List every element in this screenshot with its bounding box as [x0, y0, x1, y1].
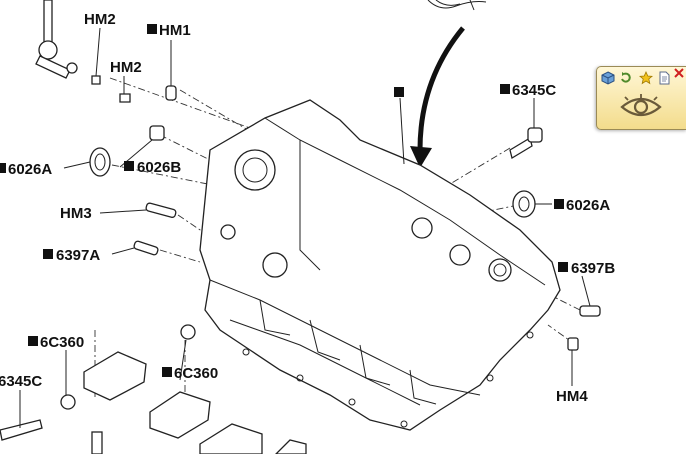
label-hm2-top: HM2	[84, 11, 116, 28]
label-6026b: 6026B	[137, 159, 181, 176]
square-bullet	[500, 84, 510, 94]
label-6026a-right: 6026A	[566, 197, 610, 214]
square-bullet	[124, 161, 134, 171]
square-bullet	[28, 336, 38, 346]
leader-lines	[19, 27, 591, 428]
eye-icon[interactable]	[619, 93, 663, 121]
square-bullet	[558, 262, 568, 272]
square-bullet	[43, 249, 53, 259]
cylinder-block	[199, 99, 561, 431]
square-bullet	[0, 163, 6, 173]
hm1-dowel	[165, 85, 177, 101]
plug-6026b	[149, 125, 165, 141]
hm4-plug	[567, 337, 579, 351]
seal-6026a-right	[512, 190, 536, 218]
top-partial-assembly	[427, 0, 487, 11]
cube-icon[interactable]	[601, 71, 615, 85]
label-6345c-left: 6345C	[0, 373, 42, 390]
hm2-bolt-large	[35, 0, 78, 79]
square-bullet	[554, 199, 564, 209]
hm3-pin	[145, 202, 177, 218]
label-hm3: HM3	[60, 205, 92, 222]
hm2-clip-1	[91, 75, 101, 85]
label-6026a-left: 6026A	[8, 161, 52, 178]
bolt-6345c-right	[509, 127, 543, 160]
square-bullet	[394, 87, 404, 97]
refresh-icon[interactable]	[619, 71, 633, 85]
square-bullet	[147, 24, 157, 34]
label-6345c-right: 6345C	[512, 82, 556, 99]
page-icon[interactable]	[657, 71, 671, 85]
bearing-caps-6c360	[60, 324, 307, 454]
pin-6397a	[133, 240, 159, 256]
label-6397b: 6397B	[571, 260, 615, 277]
star-icon[interactable]	[639, 71, 653, 85]
label-6c360-mid: 6C360	[174, 365, 218, 382]
viewer-toolbox	[596, 66, 686, 130]
label-hm4: HM4	[556, 388, 588, 405]
bolt-6345c-left	[0, 419, 43, 441]
square-bullet	[162, 367, 172, 377]
hm2-clip-2	[119, 93, 131, 103]
pin-6397b	[579, 305, 601, 317]
seal-6026a-left	[89, 147, 111, 177]
close-icon[interactable]	[673, 67, 685, 79]
label-hm2-mid: HM2	[110, 59, 142, 76]
label-6c360-left: 6C360	[40, 334, 84, 351]
label-6397a: 6397A	[56, 247, 100, 264]
callout-labels: HM2 HM1 HM2 6345C 6026A 6026B HM3 6026A …	[0, 11, 615, 405]
label-hm1: HM1	[159, 22, 191, 39]
assembly-direction-arrow	[410, 26, 465, 168]
